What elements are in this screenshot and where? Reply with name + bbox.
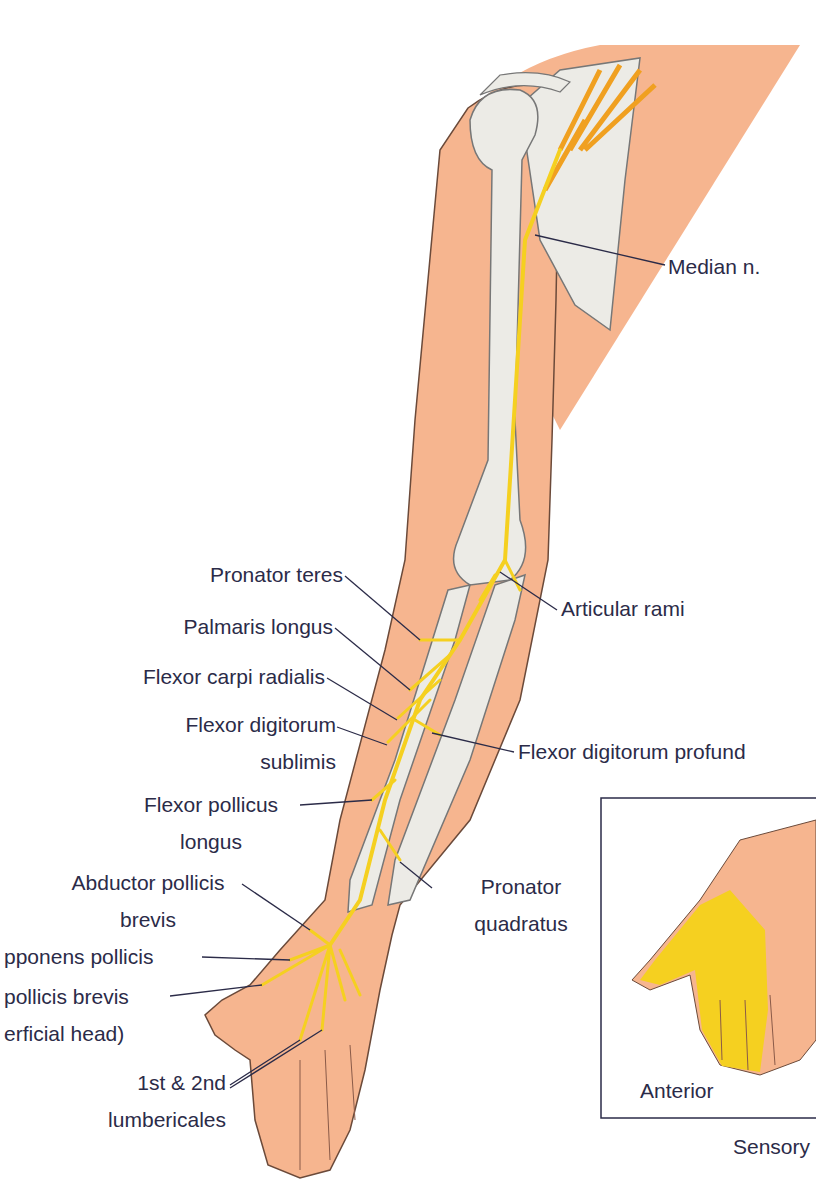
part-label: Flexor carpi radialis [143,658,325,695]
part-label: Articular rami [561,590,685,627]
part-label: Palmaris longus [184,608,333,645]
part-label: Pronator teres [210,556,343,593]
part-label: erficial head) [4,1015,124,1052]
median-nerve [262,150,560,1040]
inset-frame [601,798,816,1118]
brachial-plexus [545,65,655,190]
part-label: Sensory [733,1128,810,1165]
leader-lines [170,235,665,1088]
part-label: Median n. [668,248,760,285]
part-label: pponens pollicis [4,938,153,975]
scapula [520,58,640,330]
part-label: Anterior [640,1072,714,1109]
ulna [388,575,525,905]
part-label: pollicis brevis [4,978,129,1015]
inset-finger-lines [720,995,775,1070]
part-label: 1st & 2nd lumbericales [46,1064,226,1138]
sensory-area [640,890,768,1072]
humerus [454,89,538,585]
part-label: Flexor digitorum profund [518,733,746,770]
clavicle [480,73,570,95]
finger-lines [300,1045,355,1170]
part-label: Flexor digitorum sublimis [136,706,336,780]
part-label: Pronator quadratus [436,868,606,942]
part-label: Flexor pollicus longus [121,786,301,860]
part-label: Abductor pollicis brevis [58,864,238,938]
inset-hand [632,820,816,1075]
